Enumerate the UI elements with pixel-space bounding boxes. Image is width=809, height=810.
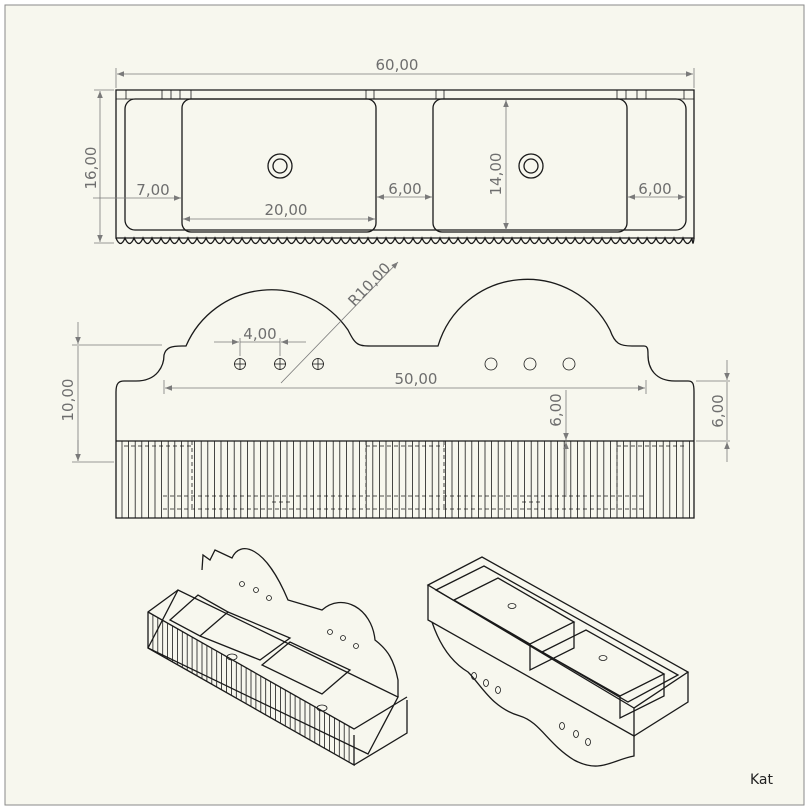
iso-basin-left	[199, 611, 292, 661]
top-view: 60,00 16,00 7,00 20,00 6,00 14,00 6,00	[82, 56, 695, 245]
dim-front-height: 10,00	[59, 379, 77, 422]
inner-cavity	[124, 98, 687, 231]
dimension-gap: 6,00	[377, 180, 432, 200]
dimension-inner-height: 14,00	[487, 100, 509, 230]
dim-right-offset: 6,00	[638, 180, 671, 198]
dimension-basin-width: 20,00	[183, 201, 375, 222]
dim-overall-length: 60,00	[376, 56, 419, 74]
dimension-right-offset: 6,00	[628, 180, 685, 200]
author-label: Kat	[750, 772, 774, 788]
faucet-holes-left	[234, 358, 324, 370]
dimension-front-height: 10,00	[59, 322, 162, 463]
iso-back-holes	[471, 672, 591, 746]
right-basin	[432, 98, 628, 233]
dim-left-offset: 7,00	[136, 181, 169, 199]
front-ribs	[121, 441, 690, 518]
iso-faucet-holes-1	[239, 581, 359, 649]
faucet-holes-right	[484, 357, 576, 371]
dimension-height: 16,00	[82, 89, 114, 244]
iso-box-right-side	[619, 674, 665, 720]
dimension-depth-right: 6,00	[696, 360, 730, 462]
hidden-lines	[124, 441, 686, 510]
scalloped-edge	[115, 236, 695, 245]
dimension-span: 50,00	[163, 370, 647, 394]
dim-span: 50,00	[395, 370, 438, 388]
iso-front-right-bottom	[353, 700, 408, 766]
dimension-overall: 60,00	[115, 56, 695, 88]
dim-height: 16,00	[82, 147, 100, 190]
dim-depth-mid: 6,00	[547, 393, 565, 426]
dim-basin-width: 20,00	[265, 201, 308, 219]
iso-back-drain-left	[507, 603, 517, 609]
iso-box-left-side	[529, 622, 575, 672]
drain-outer-left	[267, 153, 293, 179]
rim-notches	[125, 90, 685, 99]
iso-back-drain-right	[598, 655, 608, 661]
iso-drain-left	[226, 653, 238, 661]
dimension-depth-mid: 6,00	[547, 390, 569, 497]
iso-front-ribs	[152, 614, 350, 763]
dim-depth-right: 6,00	[709, 394, 727, 427]
front-view: R10,00 4,00 10,00 50,00 6,00	[59, 259, 730, 519]
drain-inner-left	[272, 158, 288, 174]
iso-drain-right	[316, 704, 328, 712]
iso-back-front-face	[427, 585, 635, 738]
drain-outer-right	[518, 153, 544, 179]
dim-gap: 6,00	[388, 180, 421, 198]
dimension-hole-spacing: 4,00	[214, 325, 306, 356]
iso-basin-right	[260, 641, 352, 695]
left-basin	[181, 98, 377, 233]
dim-inner-height: 14,00	[487, 153, 505, 196]
iso-back-side	[633, 672, 689, 737]
dimension-left-offset: 7,00	[93, 181, 181, 201]
iso-back-profile	[201, 548, 399, 697]
iso-back-arched-profile	[431, 621, 635, 767]
dim-hole-spacing: 4,00	[243, 325, 276, 343]
iso-view-front	[147, 548, 408, 767]
front-profile	[115, 278, 695, 519]
iso-view-back	[426, 556, 690, 767]
drain-inner-right	[523, 158, 539, 174]
